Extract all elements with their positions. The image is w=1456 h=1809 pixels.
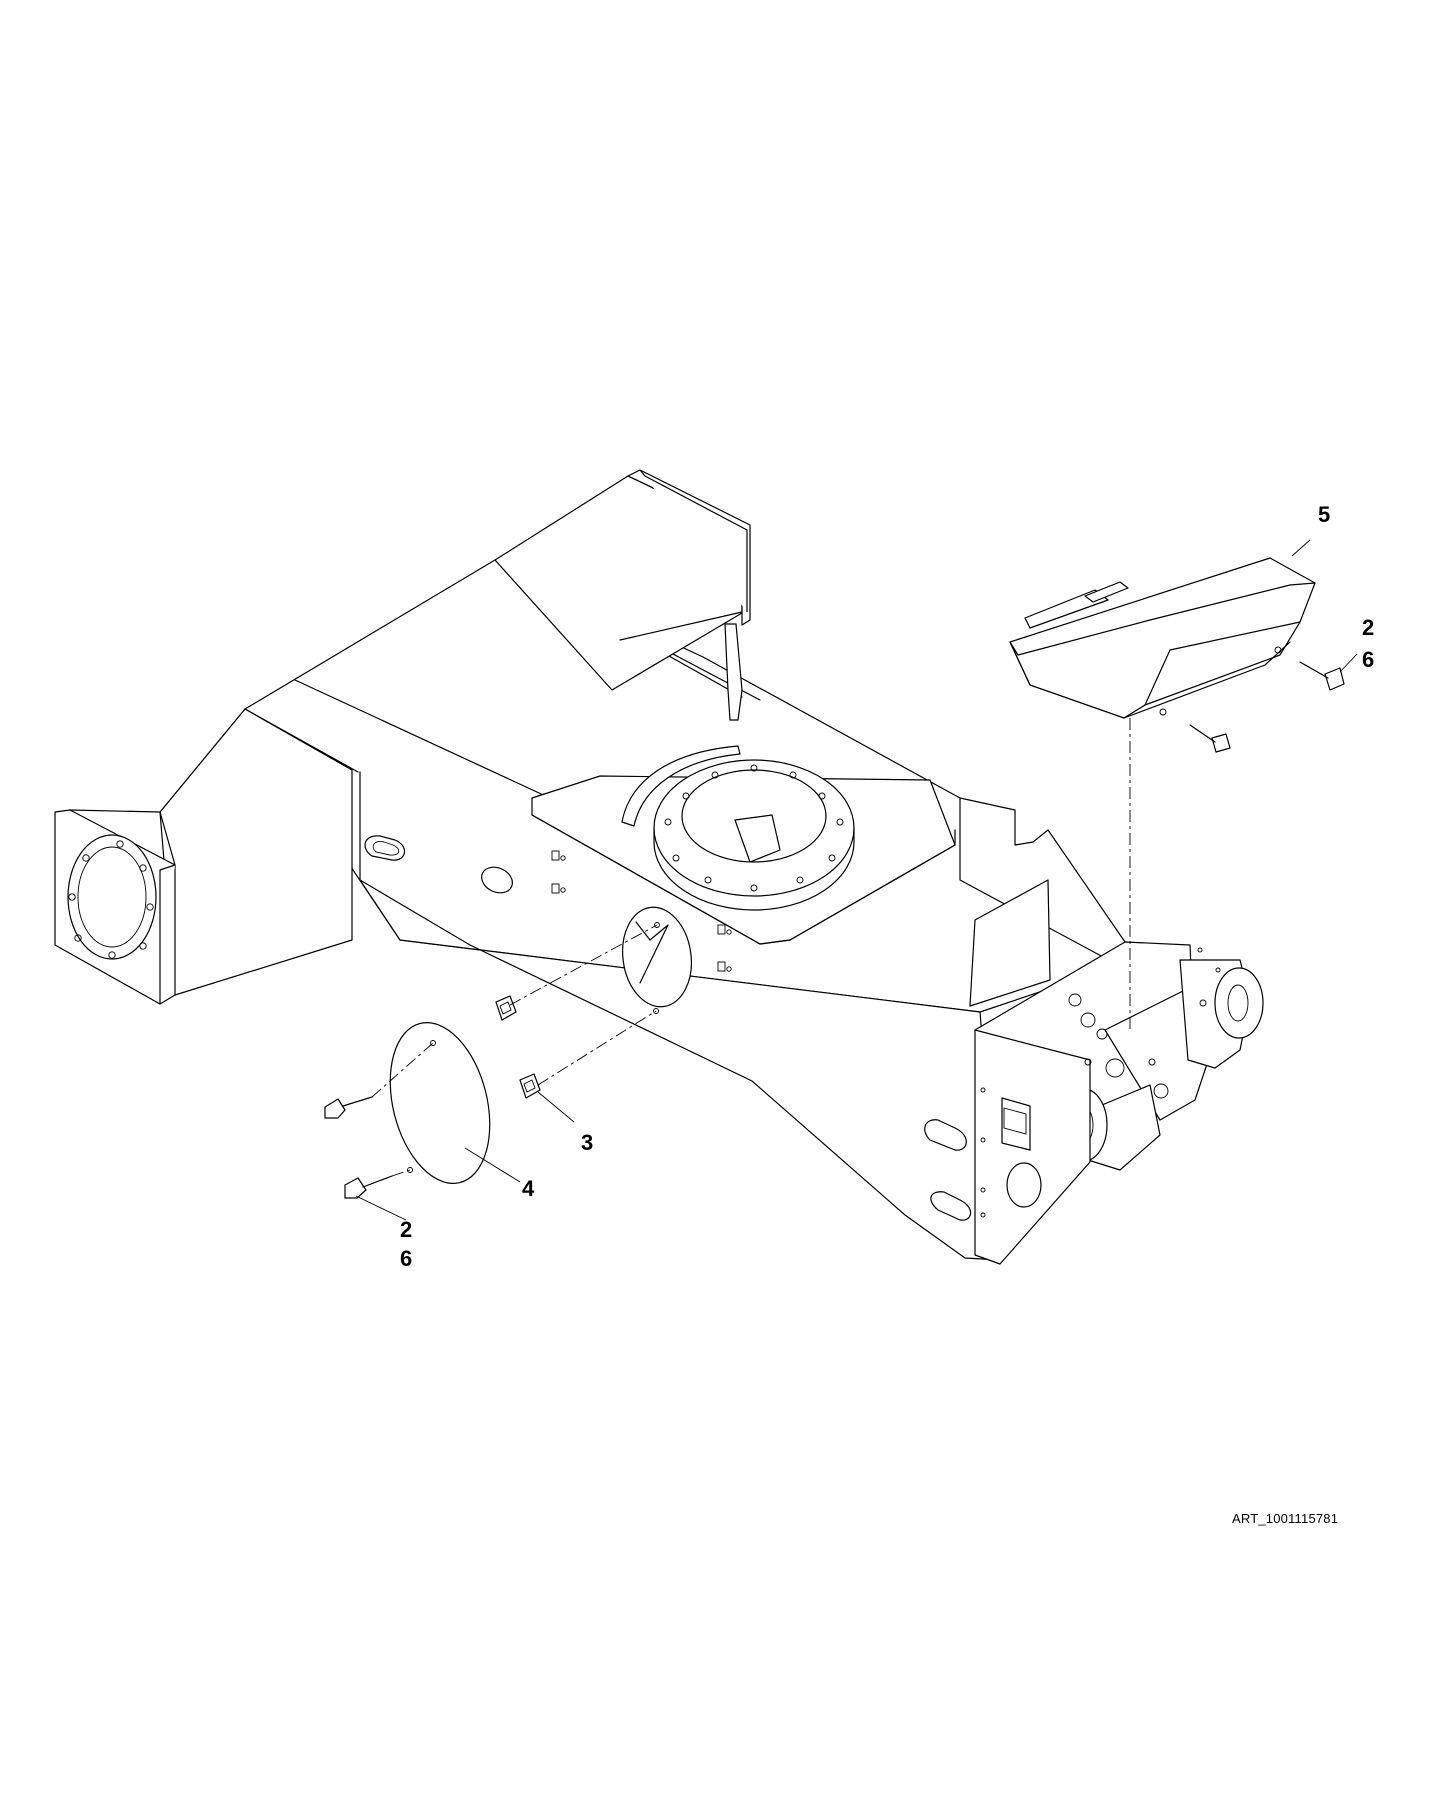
callout-5: 5 bbox=[1318, 502, 1330, 527]
center-lines bbox=[371, 718, 1131, 1177]
side-details bbox=[364, 835, 732, 1014]
cover-plate-5 bbox=[1009, 557, 1316, 719]
turntable-mount bbox=[531, 623, 956, 945]
front-cross-tube bbox=[54, 708, 353, 1005]
rear-cross-tube bbox=[494, 469, 751, 691]
front-bracket bbox=[924, 797, 1264, 1265]
callout-4: 4 bbox=[522, 1176, 535, 1201]
fasteners bbox=[324, 661, 1345, 1199]
callouts: 5 2 6 3 4 2 6 bbox=[400, 502, 1374, 1271]
callout-6-top: 6 bbox=[1362, 647, 1374, 672]
art-id-label: ART_1001115781 bbox=[1232, 1511, 1339, 1526]
callout-2-bottom: 2 bbox=[400, 1217, 412, 1242]
callout-2-top: 2 bbox=[1362, 615, 1374, 640]
cover-disc-4 bbox=[389, 1022, 491, 1184]
callout-3: 3 bbox=[581, 1130, 593, 1155]
callout-6-bottom: 6 bbox=[400, 1246, 412, 1271]
leader-lines bbox=[355, 539, 1358, 1221]
